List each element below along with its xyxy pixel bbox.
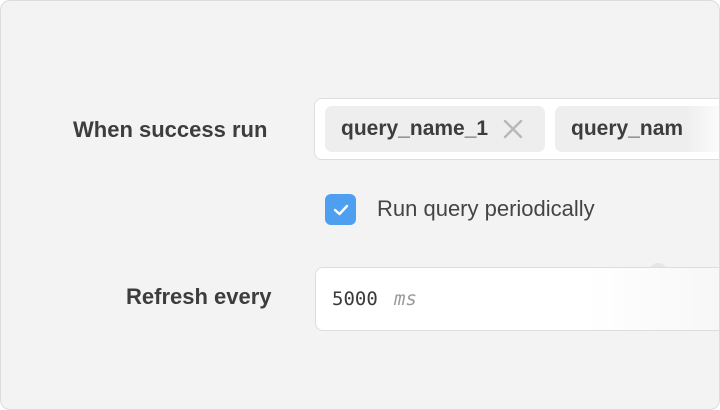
run-periodically-checkbox[interactable] (325, 194, 356, 225)
run-periodically-label[interactable]: Run query periodically (377, 196, 595, 221)
query-tag-label: query_nam (571, 117, 684, 140)
query-tag-label: query_name_1 (341, 117, 489, 140)
refresh-interval-value[interactable]: 5000 (332, 288, 378, 310)
overflow-fade (586, 268, 719, 330)
query-tag[interactable]: query_nam (555, 106, 719, 152)
checkmark-icon (333, 204, 348, 215)
refresh-interval-input[interactable]: 5000 ms (315, 267, 719, 331)
refresh-interval-unit: ms (394, 288, 417, 310)
query-tag[interactable]: query_name_1 (325, 106, 545, 152)
when-success-run-label: When success run (73, 117, 268, 142)
success-queries-tag-input[interactable]: query_name_1 query_nam (314, 98, 719, 160)
close-icon[interactable] (502, 118, 524, 140)
refresh-every-label: Refresh every (126, 284, 272, 309)
